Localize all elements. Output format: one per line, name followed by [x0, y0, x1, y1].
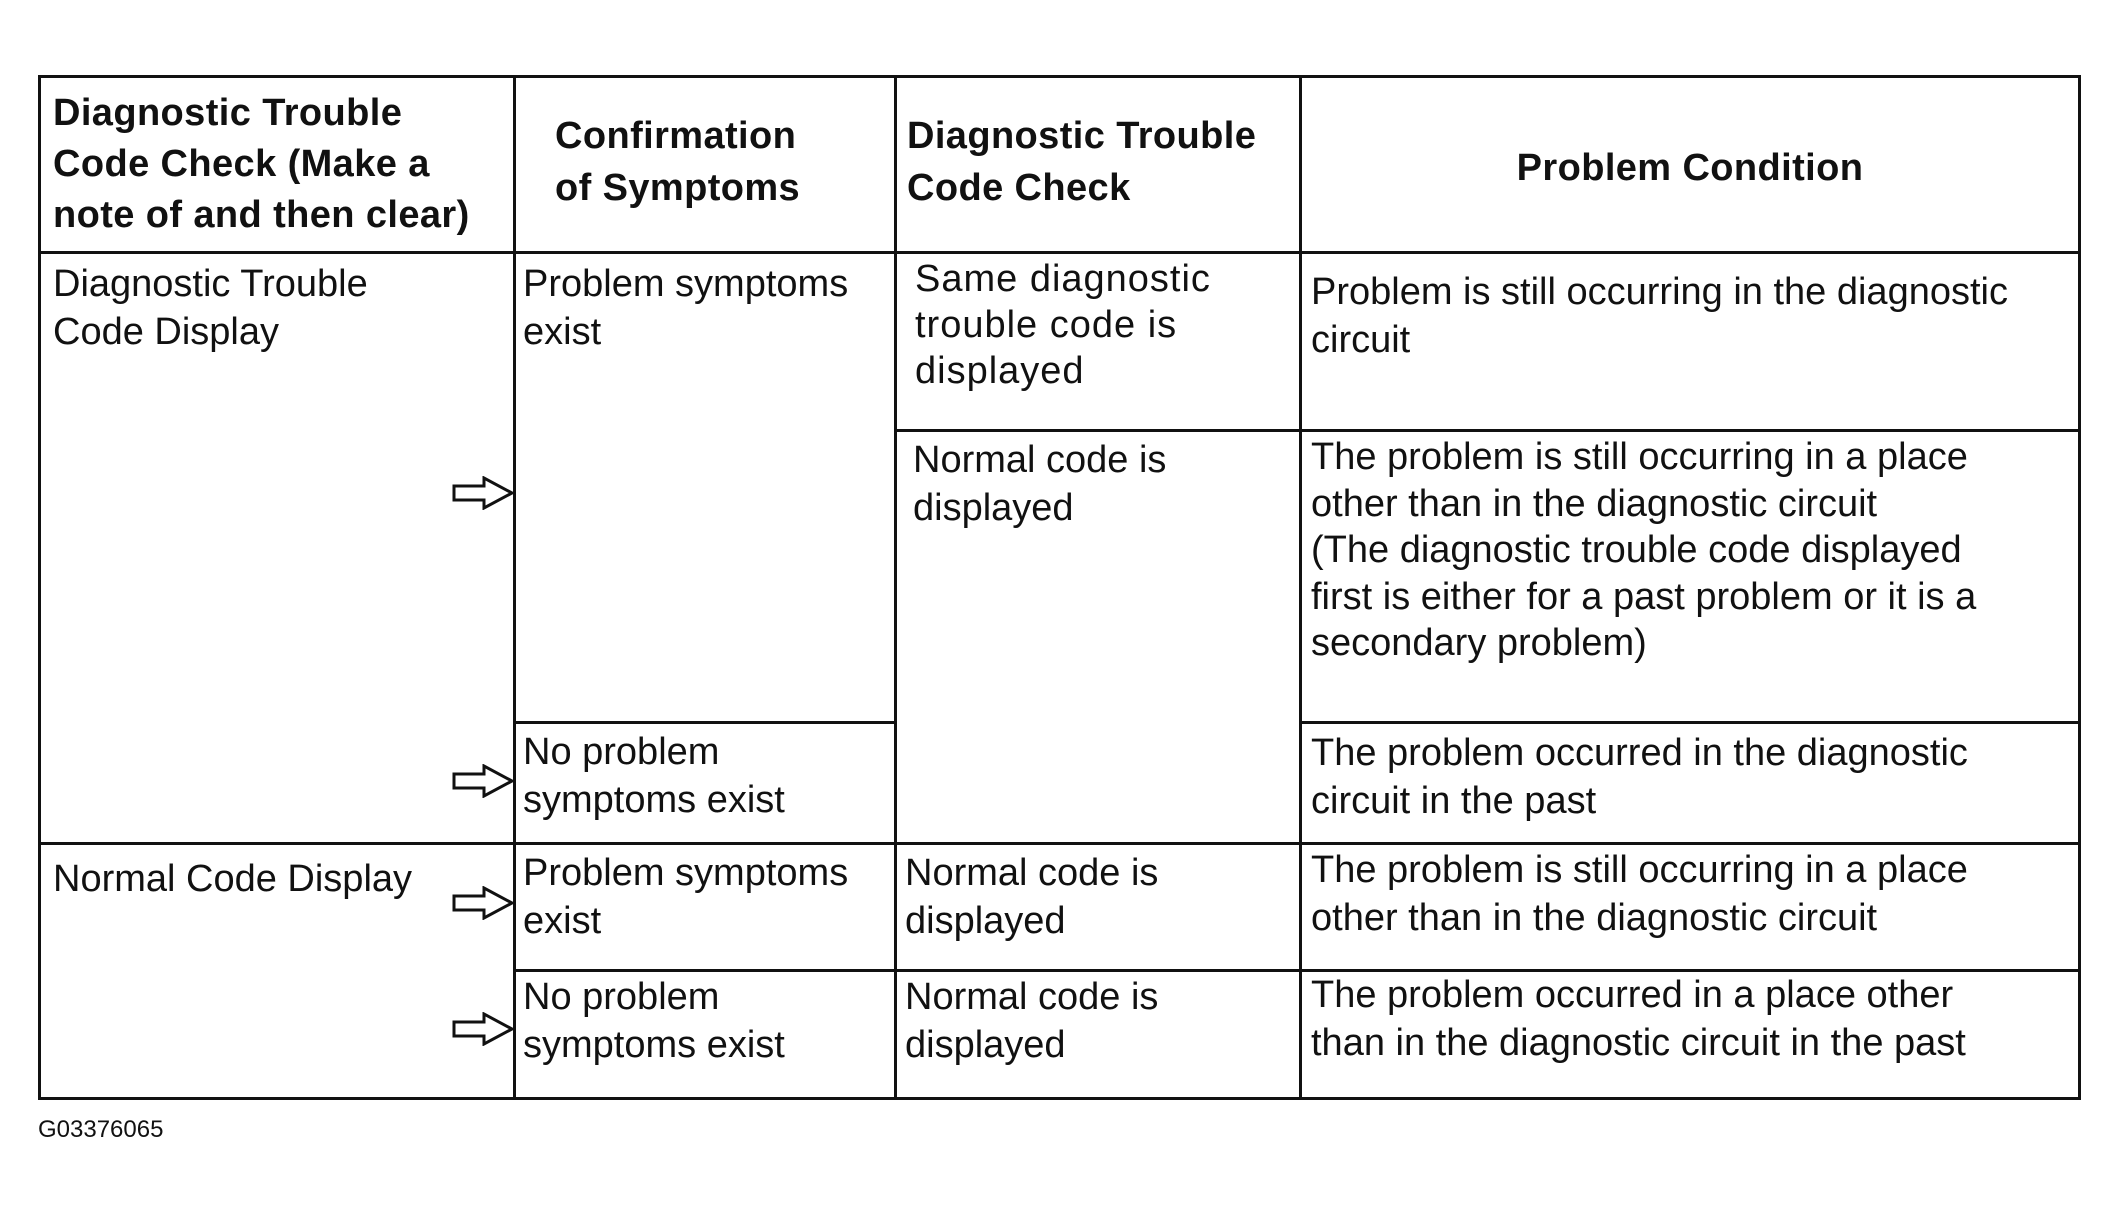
row-divider-1 [894, 429, 2078, 432]
symptom-row-1: Problem symptoms exist [523, 263, 849, 353]
right-arrow-icon [452, 1012, 514, 1046]
header-col4: Problem Condition [1516, 147, 1864, 189]
condition-row-1: Problem is still occurring in the diagno… [1311, 271, 2008, 361]
header-col3: Diagnostic Trouble Code Check [907, 115, 1257, 209]
right-arrow-icon [452, 476, 514, 510]
check-row-1: Same diagnostic trouble code is displaye… [915, 258, 1211, 392]
header-col2: Confirmation of Symptoms [555, 115, 801, 209]
row-divider-2b [1299, 721, 2078, 724]
column-divider-3 [1299, 78, 1302, 1097]
symptom-row-3: No problem symptoms exist [523, 731, 785, 821]
diagnostic-table: Diagnostic Trouble Code Check (Make a no… [38, 75, 2081, 1100]
group-divider [41, 842, 2078, 845]
row-divider-2a [513, 721, 897, 724]
figure-id: G03376065 [38, 1116, 164, 1143]
symptom-row-4: Problem symptoms exist [523, 852, 849, 942]
condition-row-5: The problem occurred in a place other th… [1311, 974, 1966, 1064]
header-divider [41, 251, 2078, 254]
check-row-2: Normal code is displayed [913, 439, 1167, 529]
right-arrow-icon [452, 886, 514, 920]
condition-row-3: The problem occurred in the diagnostic c… [1311, 732, 1968, 822]
row-divider-4 [513, 969, 2078, 972]
group-label-dtc: Diagnostic Trouble Code Display [53, 263, 368, 353]
column-divider-2 [894, 78, 897, 1097]
right-arrow-icon [452, 764, 514, 798]
symptom-row-5: No problem symptoms exist [523, 976, 785, 1066]
condition-row-4: The problem is still occurring in a plac… [1311, 849, 1968, 939]
column-divider-1 [513, 78, 516, 1097]
group-label-normal: Normal Code Display [53, 858, 413, 900]
condition-row-2: The problem is still occurring in a plac… [1311, 436, 1977, 664]
check-row-4: Normal code is displayed [905, 852, 1159, 942]
check-row-5: Normal code is displayed [905, 976, 1159, 1066]
header-col1: Diagnostic Trouble Code Check (Make a no… [53, 92, 470, 236]
